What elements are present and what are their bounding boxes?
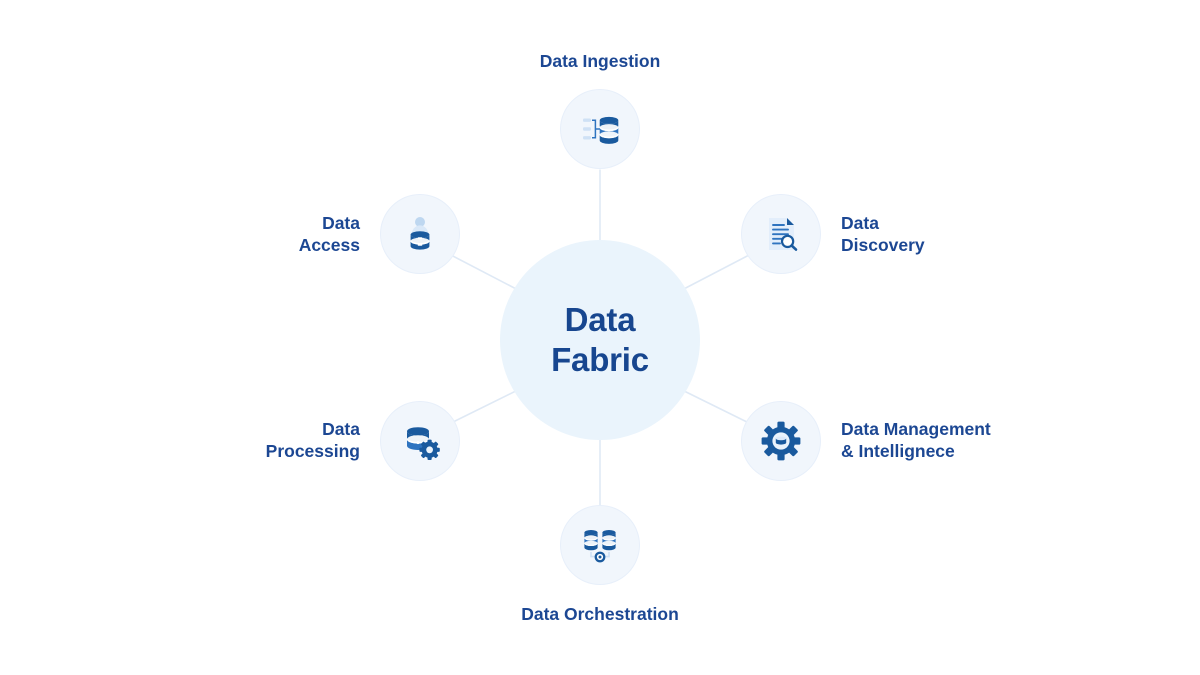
database-gear-icon [399,420,441,462]
node-data-orchestration[interactable] [561,506,639,584]
connector-processing [448,387,523,425]
label-data-ingestion: Data Ingestion [539,51,661,71]
connector-access [448,253,523,293]
connector-management [677,387,752,425]
node-data-management[interactable] [742,402,820,480]
data-ingestion-icon [579,108,621,150]
connector-discovery [677,253,752,293]
data-fabric-hub: Data Fabric [500,240,700,440]
label-data-discovery: Data Discovery [841,213,925,256]
label-data-management: Data Management & Intellignece [841,419,991,462]
label-data-orchestration: Data Orchestration [521,604,679,624]
label-data-processing: Data Processing [265,419,360,462]
document-search-icon [761,214,801,254]
node-data-processing[interactable] [381,402,459,480]
hub-title-line-2: Fabric [551,341,649,378]
node-data-discovery[interactable] [742,195,820,273]
node-data-ingestion[interactable] [561,90,639,168]
label-data-access: Data Access [298,213,360,256]
hub-title-line-1: Data [564,300,636,338]
database-cluster-node-icon [579,524,621,566]
node-data-access[interactable] [381,195,459,273]
gear-database-icon [760,420,802,462]
user-database-icon [400,214,440,254]
